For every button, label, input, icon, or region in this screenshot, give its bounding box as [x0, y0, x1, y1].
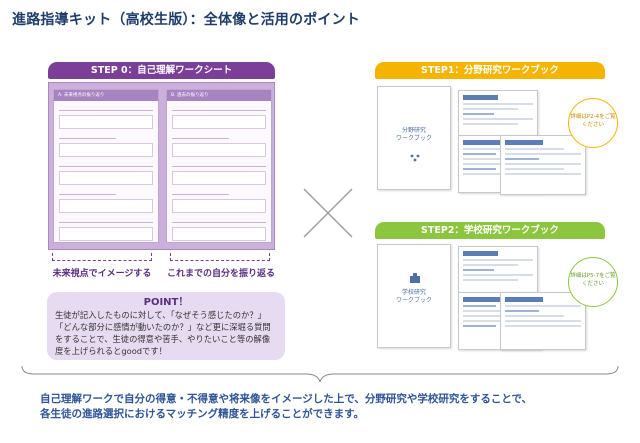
- step1-label: STEP1：分野研究ワークブック: [375, 62, 605, 79]
- self-understanding-worksheet: A. 未来視点の振り返り B. 過去の振り返り: [48, 82, 275, 250]
- point-body: 生徒が記入したものに対して、「なぜそう感じたのか？」「どんな部分に感情が動いたの…: [55, 310, 271, 356]
- point-box: POINT！ 生徒が記入したものに対して、「なぜそう感じたのか？」「どんな部分に…: [47, 292, 285, 360]
- building-icon: [410, 273, 420, 283]
- worksheet-header-future: A. 未来視点の振り返り: [54, 90, 158, 101]
- workbook1-page: [500, 135, 586, 195]
- summary-text: 自己理解ワークで自分の得意・不得意や将来像をイメージした上で、分野研究や学校研究…: [40, 392, 620, 422]
- summary-line-1: 自己理解ワークで自分の得意・不得意や将来像をイメージした上で、分野研究や学校研究…: [40, 393, 533, 405]
- cross-icon: [303, 188, 353, 238]
- detail-callout-p5-7: 詳細はP5-7をご覧ください: [568, 257, 618, 307]
- workbook2-page: [500, 292, 586, 350]
- point-title: POINT！: [143, 297, 189, 308]
- school-research-workbook-cover: 学校研究 ワークブック: [377, 244, 451, 348]
- bracket-left: [52, 253, 152, 261]
- worksheet-header-past: B. 過去の振り返り: [167, 90, 271, 101]
- bracket-right: [170, 253, 270, 261]
- step0-label: STEP 0：自己理解ワークシート: [48, 62, 275, 79]
- field-research-workbook-cover: 分野研究 ワークブック: [377, 86, 451, 190]
- worksheet-page-future: A. 未来視点の振り返り: [53, 89, 159, 243]
- cover2-title: 学校研究 ワークブック: [395, 289, 432, 304]
- summary-line-2: 各生徒の進路選択におけるマッチング精度を上げることができます。: [40, 408, 365, 420]
- caption-past-review: これまでの自分を振り返る: [166, 269, 275, 279]
- step2-label: STEP2：学校研究ワークブック: [375, 222, 605, 239]
- caption-future-view: 未来視点でイメージする: [52, 269, 152, 279]
- brace-divider: [21, 365, 619, 383]
- worksheet-page-past: B. 過去の振り返り: [166, 89, 272, 243]
- detail-callout-p2-4: 詳細はP2-4をご覧ください: [568, 98, 618, 148]
- dots-icon: [410, 154, 420, 162]
- cover1-title: 分野研究 ワークブック: [395, 127, 432, 142]
- page-title: 進路指導キット（高校生版）：全体像と活用のポイント: [12, 12, 360, 28]
